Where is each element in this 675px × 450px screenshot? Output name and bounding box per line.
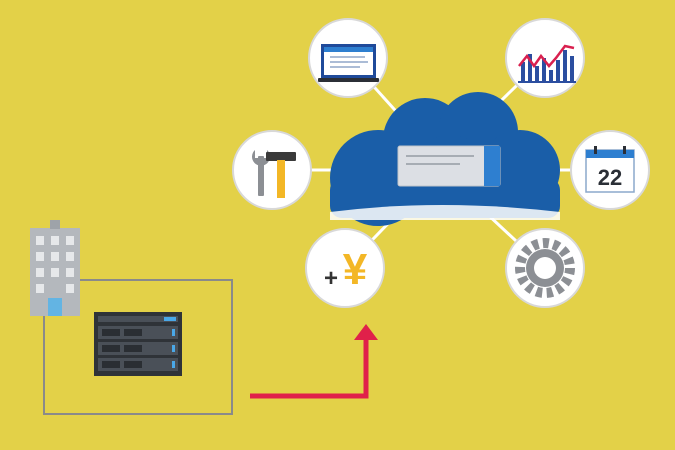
cloud-base-highlight — [330, 205, 560, 220]
plus-sign: + — [324, 265, 338, 292]
rack-unit — [98, 326, 178, 339]
gear-circle — [505, 228, 585, 308]
wrench-hammer-icon — [252, 150, 296, 198]
money-circle: + ¥ — [305, 228, 385, 308]
rack-unit — [98, 358, 178, 371]
onprem-frame — [43, 279, 233, 415]
cloud-server-icon — [397, 145, 501, 187]
gear-icon — [515, 238, 575, 298]
rack-unit — [98, 342, 178, 355]
calendar-icon: 22 — [585, 146, 635, 193]
chart-circle — [505, 18, 585, 98]
bar-line-chart-icon — [518, 44, 576, 83]
calendar-circle: 22 — [570, 130, 650, 210]
calendar-day: 22 — [598, 165, 622, 190]
yen-sign: ¥ — [343, 245, 368, 294]
office-building-icon — [30, 220, 80, 316]
monitor-circle — [308, 18, 388, 98]
monitor-dashboard-icon — [318, 44, 379, 82]
migration-arrow-icon — [250, 324, 378, 399]
tools-circle — [232, 130, 312, 210]
yen-plus-icon: + ¥ — [324, 245, 368, 294]
server-rack-icon — [94, 312, 182, 376]
